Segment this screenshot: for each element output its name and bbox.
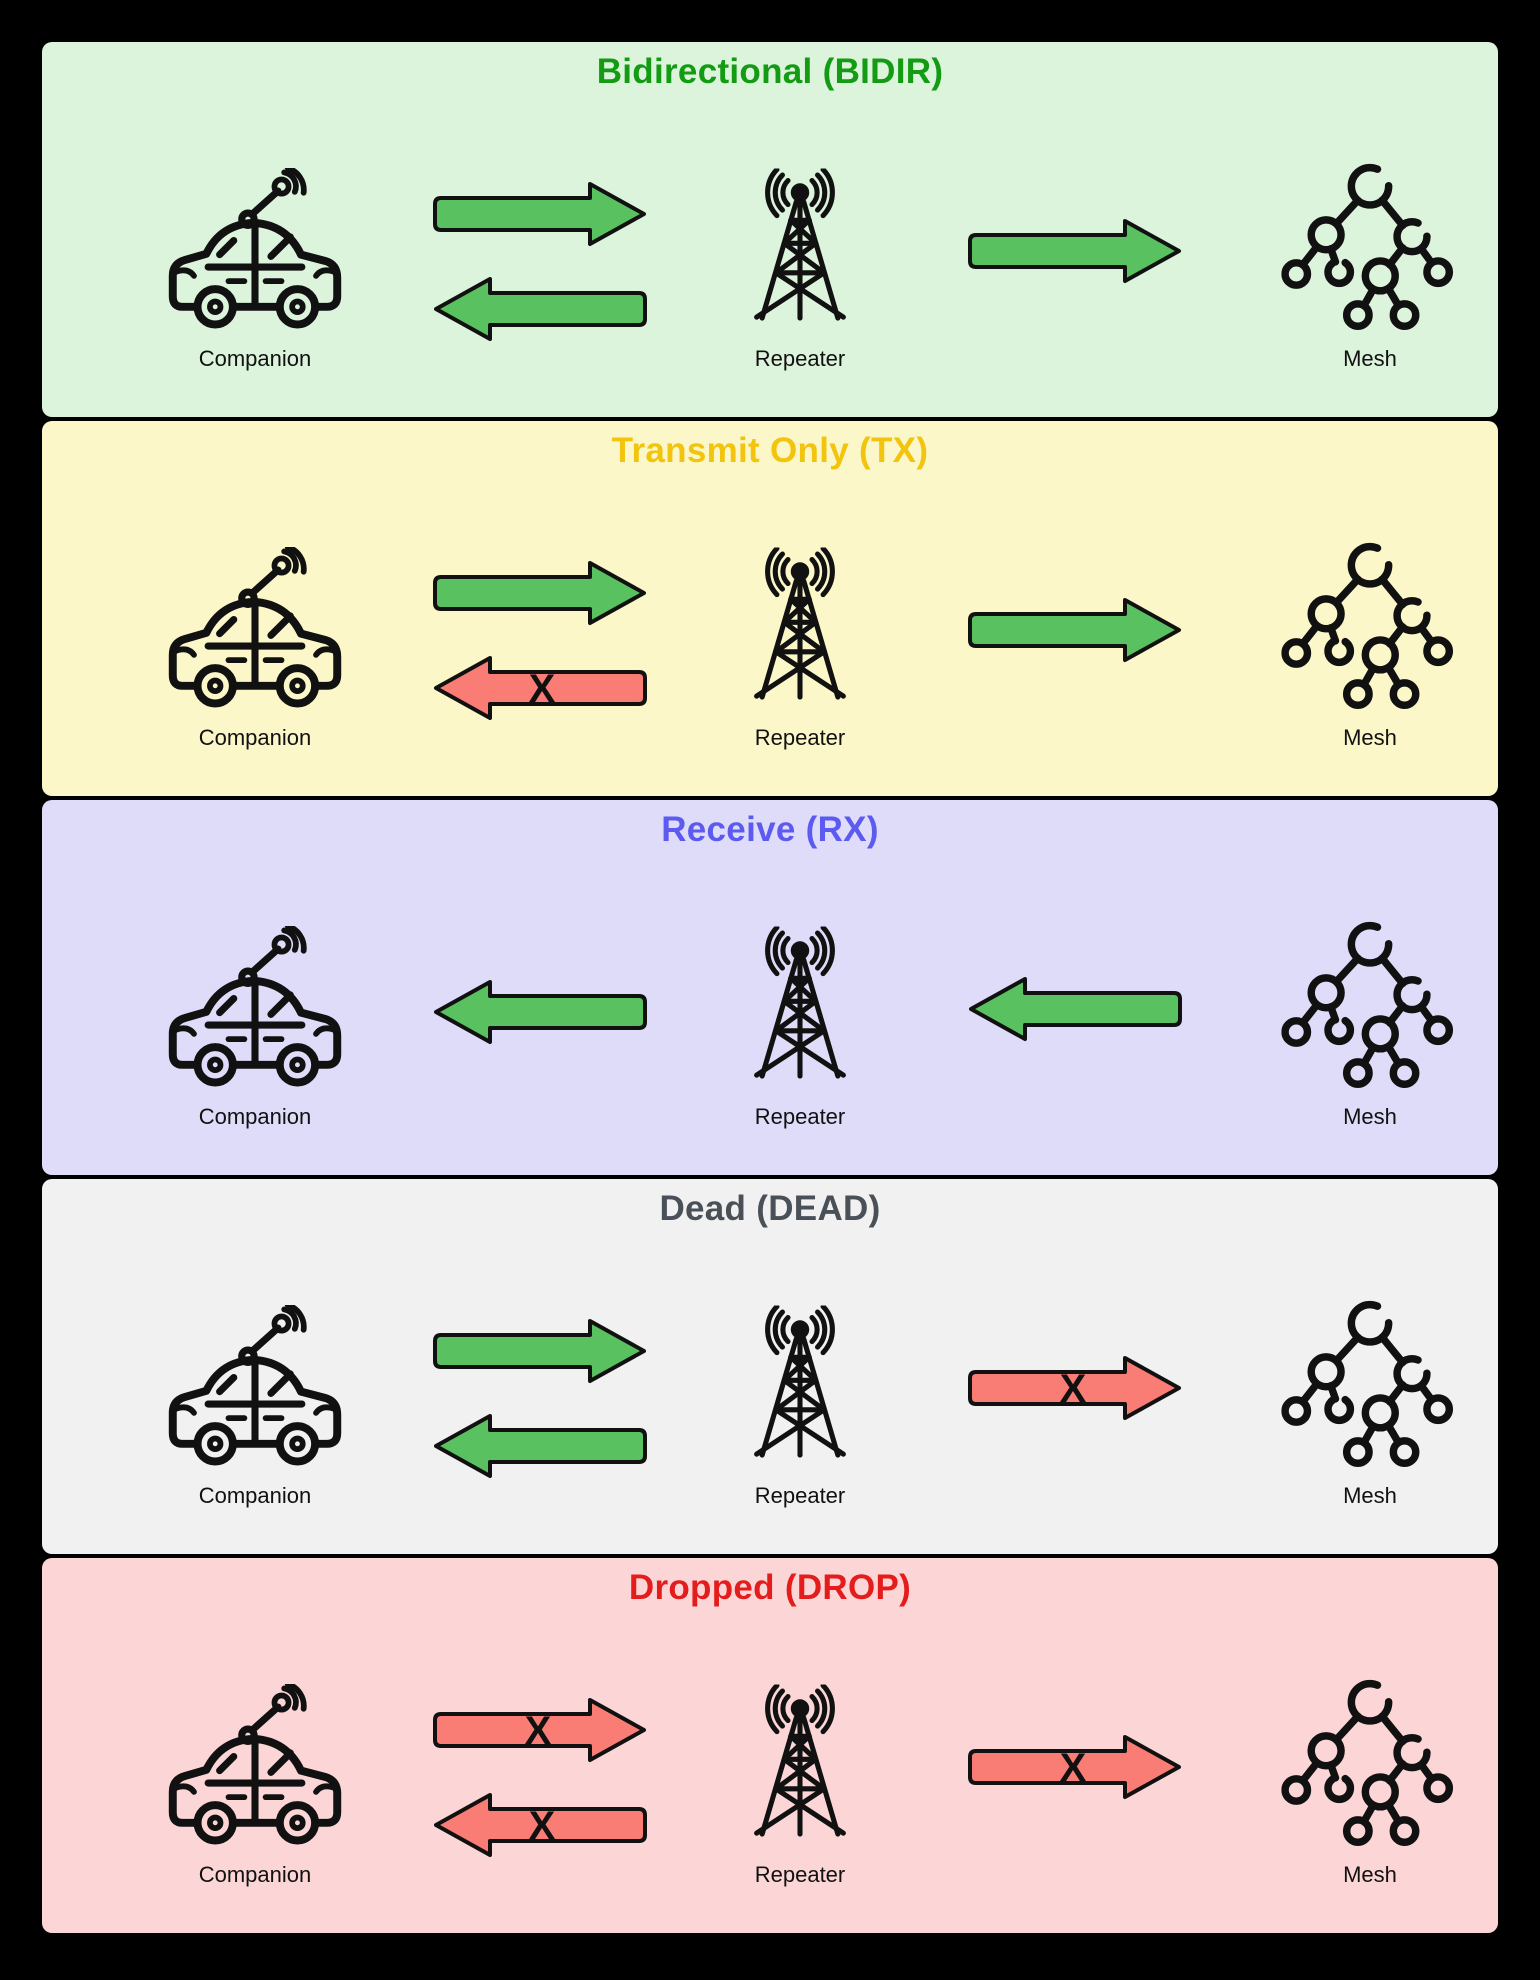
repeater-label: Repeater <box>754 725 846 750</box>
mesh-label: Mesh <box>1343 1862 1397 1887</box>
companion-car-icon <box>165 1684 345 1852</box>
companion-car-icon <box>165 926 345 1094</box>
companion-node: Companion <box>165 42 345 417</box>
companion-car-icon <box>165 1305 345 1473</box>
arrow-repeater-to-mesh-blocked: X <box>965 1353 1185 1423</box>
repeater-node: Repeater <box>740 1179 860 1554</box>
panel-dead-title: Dead (DEAD) <box>659 1189 881 1228</box>
repeater-node: Repeater <box>740 800 860 1175</box>
panel-bidir-title: Bidirectional (BIDIR) <box>596 52 944 91</box>
companion-node: Companion <box>165 800 345 1175</box>
repeater-label: Repeater <box>754 1104 846 1129</box>
arrow-companion-to-repeater-ok <box>430 558 650 628</box>
mesh-network-icon <box>1280 162 1460 330</box>
mesh-node: Mesh <box>1280 1558 1460 1933</box>
repeater-tower-icon <box>740 1303 860 1465</box>
x-mark: X <box>528 1804 555 1848</box>
repeater-node: Repeater <box>740 42 860 417</box>
link-status-diagram: Bidirectional (BIDIR) Companion Repeater… <box>42 42 1498 1937</box>
mesh-label: Mesh <box>1343 1104 1397 1129</box>
companion-label: Companion <box>198 1862 312 1887</box>
arrow-repeater-to-mesh-ok <box>965 216 1185 286</box>
companion-node: Companion <box>165 1179 345 1554</box>
companion-node: Companion <box>165 421 345 796</box>
arrow-repeater-to-companion-ok <box>430 977 650 1047</box>
panel-rx-title: Receive (RX) <box>661 810 879 849</box>
companion-node: Companion <box>165 1558 345 1933</box>
mesh-network-icon <box>1280 1678 1460 1846</box>
arrow-companion-to-repeater-ok <box>430 179 650 249</box>
mesh-network-icon <box>1280 1299 1460 1467</box>
repeater-label: Repeater <box>754 1862 846 1887</box>
mesh-node: Mesh <box>1280 42 1460 417</box>
x-mark: X <box>525 1709 552 1753</box>
mesh-label: Mesh <box>1343 725 1397 750</box>
mesh-label: Mesh <box>1343 1483 1397 1508</box>
panel-bidir: Bidirectional (BIDIR) Companion Repeater… <box>42 42 1498 417</box>
repeater-tower-icon <box>740 166 860 328</box>
companion-label: Companion <box>198 725 312 750</box>
arrow-companion-to-repeater-blocked: X <box>430 1695 650 1765</box>
mesh-label: Mesh <box>1343 346 1397 371</box>
panel-rx: Receive (RX) Companion Repeater Mesh <box>42 800 1498 1175</box>
mesh-node: Mesh <box>1280 1179 1460 1554</box>
mesh-node: Mesh <box>1280 800 1460 1175</box>
arrow-repeater-to-companion-ok <box>430 274 650 344</box>
arrow-mesh-to-repeater-ok <box>965 974 1185 1044</box>
arrow-repeater-to-companion-blocked: X <box>430 653 650 723</box>
panel-drop-title: Dropped (DROP) <box>628 1568 912 1607</box>
panel-dead: Dead (DEAD) Companion Repeater Mesh X <box>42 1179 1498 1554</box>
panel-tx-title: Transmit Only (TX) <box>611 431 929 470</box>
repeater-tower-icon <box>740 924 860 1086</box>
panel-tx: Transmit Only (TX) Companion Repeater Me… <box>42 421 1498 796</box>
arrow-repeater-to-mesh-blocked: X <box>965 1732 1185 1802</box>
companion-label: Companion <box>198 346 312 371</box>
companion-car-icon <box>165 547 345 715</box>
companion-car-icon <box>165 168 345 336</box>
panel-drop: Dropped (DROP) Companion Repeater Mesh X… <box>42 1558 1498 1933</box>
companion-label: Companion <box>198 1483 312 1508</box>
x-mark: X <box>1060 1367 1087 1411</box>
companion-label: Companion <box>198 1104 312 1129</box>
arrow-repeater-to-mesh-ok <box>965 595 1185 665</box>
repeater-node: Repeater <box>740 421 860 796</box>
mesh-network-icon <box>1280 541 1460 709</box>
x-mark: X <box>1060 1746 1087 1790</box>
arrow-companion-to-repeater-ok <box>430 1316 650 1386</box>
mesh-network-icon <box>1280 920 1460 1088</box>
repeater-node: Repeater <box>740 1558 860 1933</box>
repeater-tower-icon <box>740 545 860 707</box>
arrow-repeater-to-companion-blocked: X <box>430 1790 650 1860</box>
repeater-tower-icon <box>740 1682 860 1844</box>
repeater-label: Repeater <box>754 1483 846 1508</box>
x-mark: X <box>528 667 555 711</box>
repeater-label: Repeater <box>754 346 846 371</box>
arrow-repeater-to-companion-ok <box>430 1411 650 1481</box>
mesh-node: Mesh <box>1280 421 1460 796</box>
